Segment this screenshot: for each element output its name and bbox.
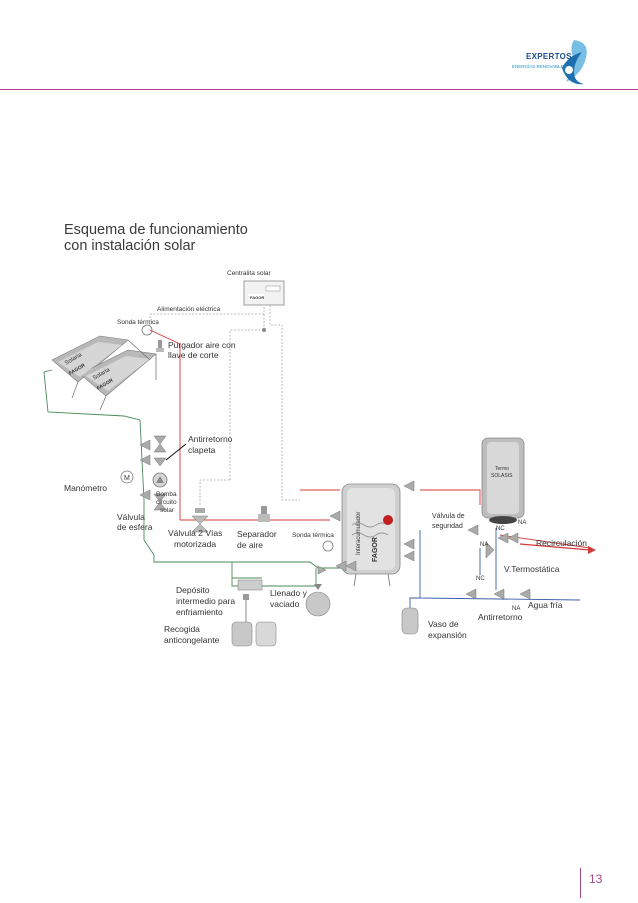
label-deposito-3: enfriamiento: [176, 607, 223, 617]
label-sonda-termica-mid: Sonda térmica: [292, 532, 334, 539]
label-valvula-2vias-1: Válvula 2 Vías: [168, 528, 222, 538]
label-recogida-2: anticongelante: [164, 635, 220, 645]
cold-solar-circuit: [43, 369, 348, 587]
label-bomba-1: Bomba: [156, 491, 177, 498]
sonda-termica-mid-icon: [322, 540, 334, 552]
label-nc2: NC: [476, 576, 485, 582]
bottom-center-valves: [335, 538, 415, 572]
page-number: 13: [589, 872, 603, 886]
solar-panels: Solaria Solaria FAGOR FAGOR: [51, 335, 157, 411]
separador-icon: [258, 506, 270, 522]
label-valvula-seguridad-1: Válvula de: [432, 513, 465, 520]
label-separador-2: de aire: [237, 540, 263, 550]
purgador-icon: [156, 340, 164, 352]
sonda-termica-top-icon: [141, 324, 153, 336]
label-vaso-2: expansión: [428, 630, 467, 640]
label-deposito-1: Depósito: [176, 585, 210, 595]
label-termo-2: SOLASIS: [491, 473, 513, 479]
label-llenado-2: vaciado: [270, 599, 300, 609]
label-antirretorno-bottom: Antirretorno: [478, 612, 523, 622]
label-valvula-seguridad-2: seguridad: [432, 523, 463, 530]
label-purgador-1: Purgador aire con: [168, 340, 236, 350]
page-number-bar: [580, 868, 581, 898]
label-bomba-2: circuito: [156, 499, 177, 506]
label-valvula-esfera-1: Válvula: [117, 512, 145, 522]
centralita-solar: FAGOR Centralita solar: [227, 270, 285, 306]
label-sonda-termica-top: Sonda térmica: [117, 319, 159, 326]
recirculacion-arrow: [519, 543, 596, 554]
label-vaso-1: Vaso de: [428, 619, 459, 629]
label-bomba-3: solar: [160, 507, 175, 514]
header-divider: [0, 89, 638, 90]
vaso-expansion-icon: [401, 607, 419, 635]
termo-solasis-tank: Termo SOLASIS: [481, 437, 525, 524]
label-recogida-1: Recogida: [164, 624, 200, 634]
valvula-2-vias-icon: [191, 508, 209, 533]
label-antirretorno-1: Antirretorno: [188, 434, 233, 444]
junction-dot: [262, 328, 266, 332]
tank-fagor-logo: FAGOR: [372, 537, 379, 562]
brand-subtitle: ENERGÍAS RENOVABLES: [512, 64, 567, 69]
deposito-intermedio-icon: [237, 579, 263, 591]
label-na2: NA: [480, 542, 488, 548]
label-deposito-2: intermedio para: [176, 596, 235, 606]
cold-water-supply: [409, 528, 581, 608]
interacumulador-tank: Interacumulador FAGOR: [341, 483, 401, 587]
label-antirretorno-2: clapeta: [188, 445, 216, 455]
label-nc1: NC: [496, 526, 505, 532]
title-line-2: con instalación solar: [64, 238, 196, 254]
brand-logo: EXPERTOS ENERGÍAS RENOVABLES: [512, 38, 632, 88]
label-agua-fria: Agua fría: [528, 600, 563, 610]
electric-wiring: [149, 305, 300, 505]
label-separador-1: Separador: [237, 529, 277, 539]
brand-word: EXPERTOS: [526, 52, 572, 61]
label-llenado-1: Llenado y: [270, 588, 308, 598]
label-vtermostatica: V.Termostática: [504, 564, 560, 574]
manometro-icon: [120, 470, 134, 484]
llenado-vaciado-icon: [305, 584, 331, 617]
label-valvula-esfera-2: de esfera: [117, 522, 153, 532]
left-valves: [139, 435, 167, 511]
label-interacumulador: Interacumulador: [356, 512, 362, 555]
title-line-1: Esquema de funcionamiento: [64, 222, 248, 238]
label-valvula-2vias-2: motorizada: [174, 539, 216, 549]
label-centralita: Centralita solar: [227, 270, 272, 277]
right-valves: [317, 480, 531, 600]
label-na1: NA: [518, 520, 526, 526]
label-alimentacion: Alimentación eléctrica: [157, 306, 221, 313]
recogida-anticongelante-icon: [231, 594, 277, 647]
label-na3: NA: [512, 606, 520, 612]
label-termo-1: Termo: [495, 466, 509, 472]
centralita-fagor-logo: FAGOR: [250, 295, 264, 300]
brand-e-icon: [562, 40, 587, 85]
label-purgador-2: llave de corte: [168, 350, 219, 360]
manometro-m: M: [124, 475, 130, 482]
section-title: Esquema de funcionamiento con instalació…: [64, 222, 248, 254]
label-manometro: Manómetro: [64, 483, 107, 493]
label-recirculacion: Recirculación: [536, 538, 587, 548]
